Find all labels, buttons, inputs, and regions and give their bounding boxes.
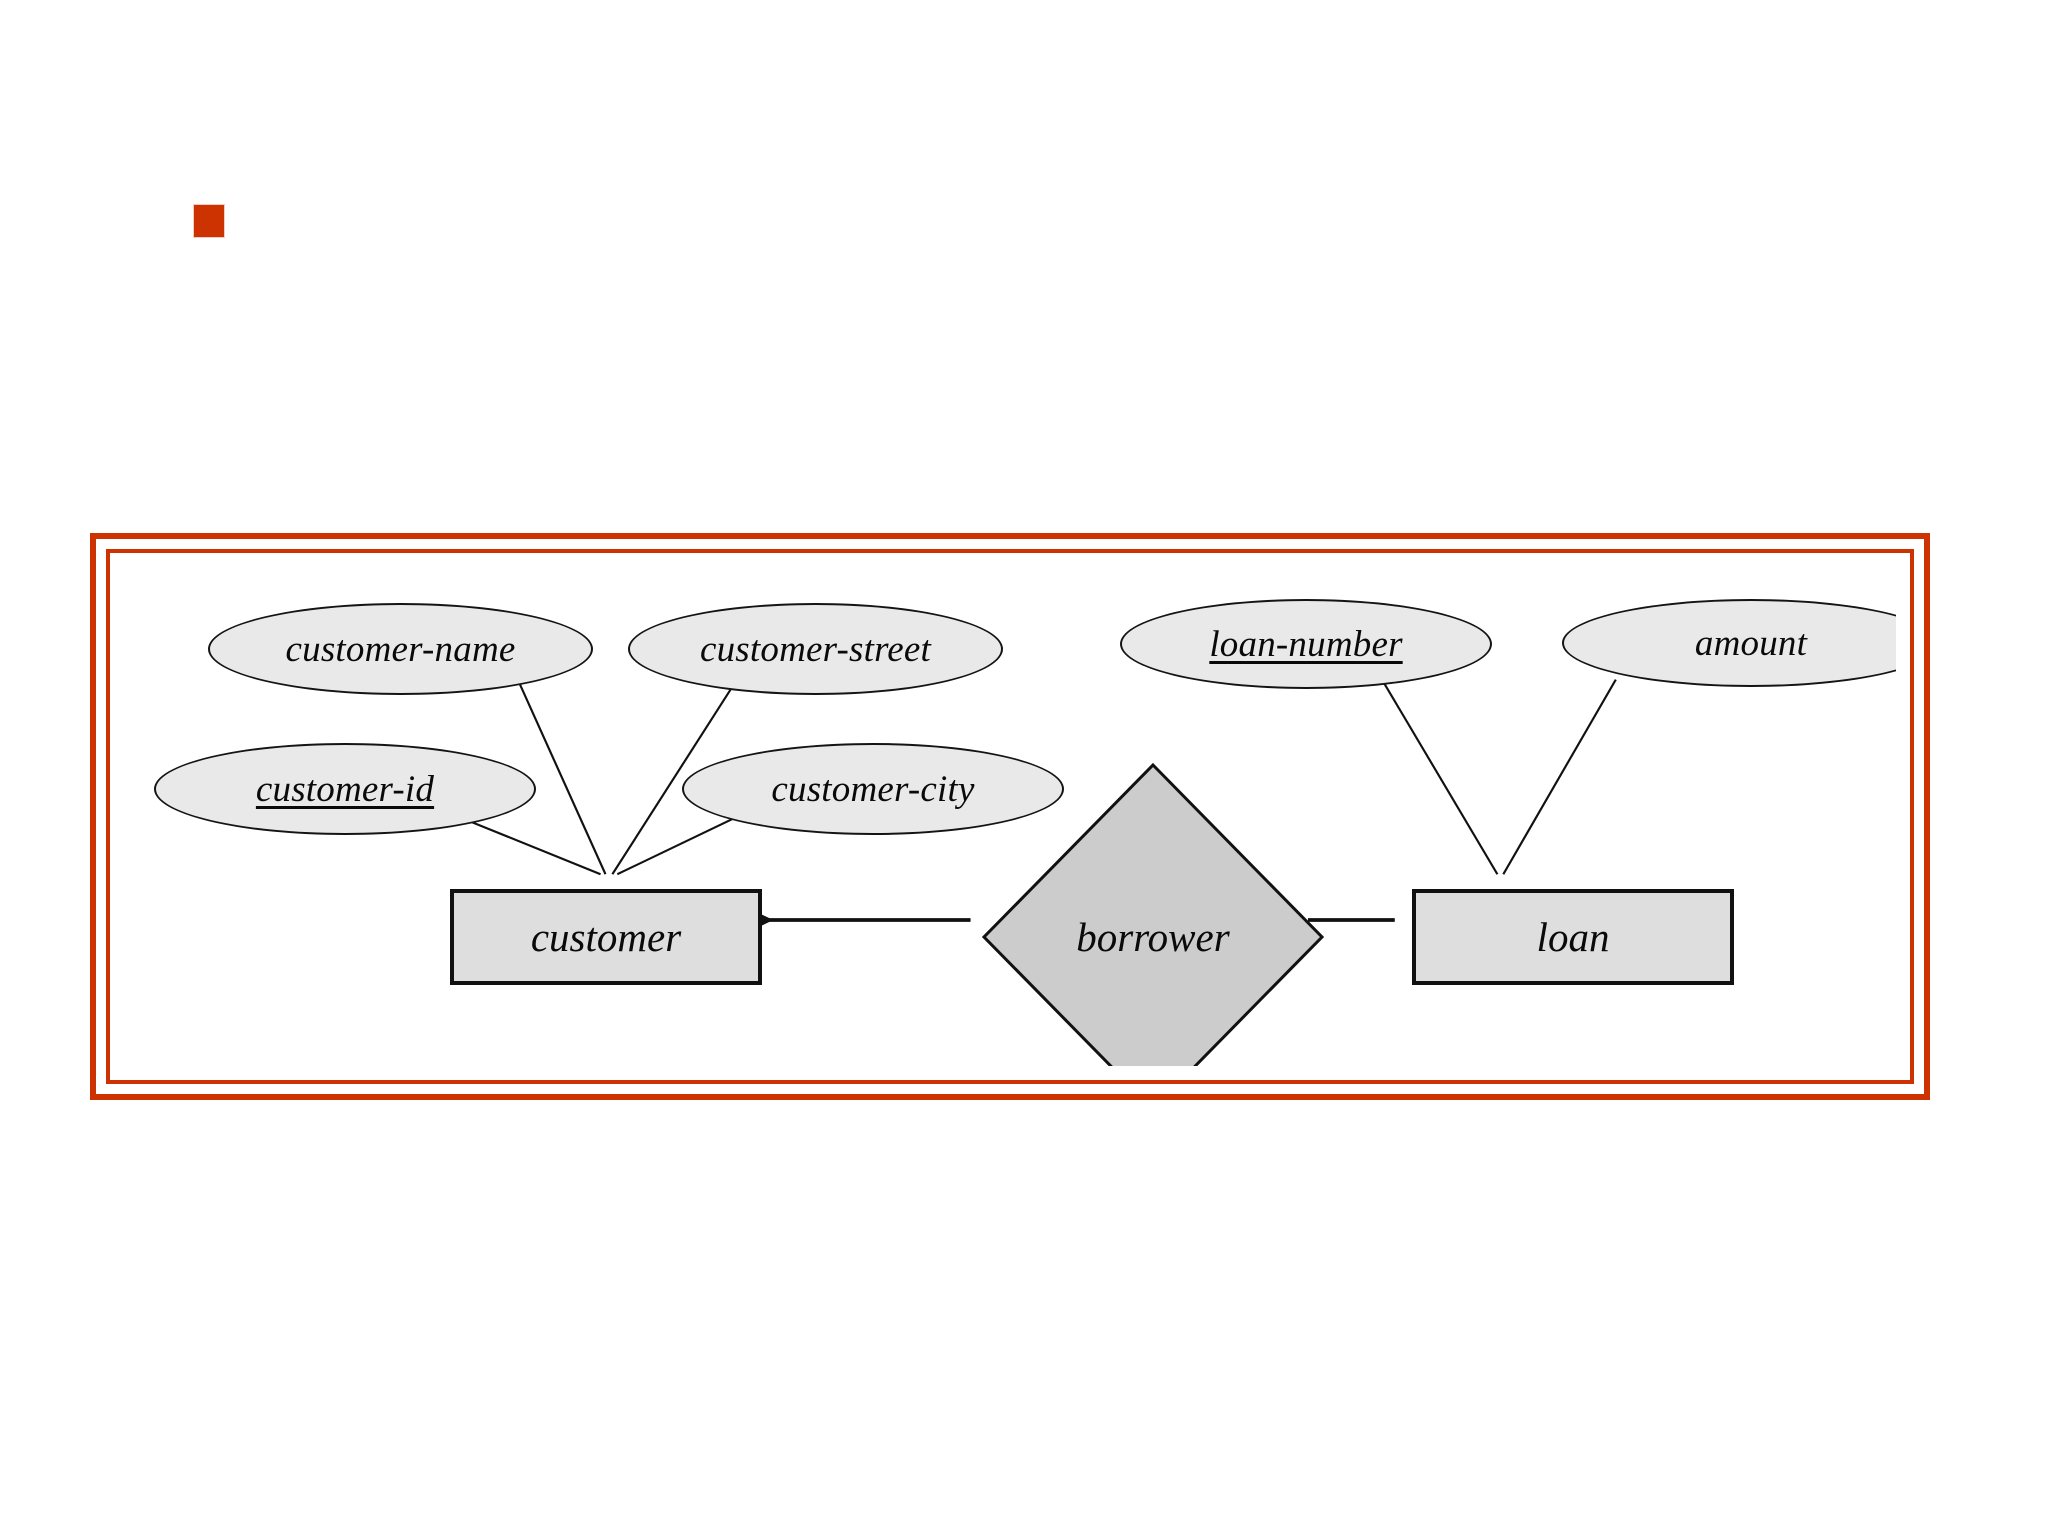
attribute-label-key: loan-number xyxy=(1209,623,1403,665)
attribute-loan-number[interactable]: loan-number xyxy=(1120,599,1492,689)
attribute-customer-id[interactable]: customer-id xyxy=(154,743,536,835)
figure-frame-outer: customer-name customer-street loan-numbe… xyxy=(90,533,1930,1100)
attribute-label-key: customer-id xyxy=(255,768,435,810)
entity-customer[interactable]: customer xyxy=(450,889,762,985)
er-diagram: customer-name customer-street loan-numbe… xyxy=(124,567,1896,1066)
link-customer-name xyxy=(517,681,607,875)
relationship-borrower[interactable]: borrower xyxy=(982,763,1324,1066)
attribute-label: customer-city xyxy=(771,768,975,810)
figure-frame-inner: customer-name customer-street loan-numbe… xyxy=(106,549,1914,1084)
relationship-label: borrower xyxy=(1076,914,1230,960)
attribute-customer-street[interactable]: customer-street xyxy=(628,603,1003,695)
attribute-label: amount xyxy=(1694,622,1808,664)
attribute-customer-name[interactable]: customer-name xyxy=(208,603,593,695)
link-customer-city xyxy=(616,814,742,876)
link-loan-number xyxy=(1381,679,1499,875)
diamond-shape xyxy=(982,763,1324,1066)
bullet-square-icon xyxy=(194,205,224,237)
attribute-label: customer-name xyxy=(285,628,516,670)
link-amount xyxy=(1502,679,1617,875)
attribute-label: customer-street xyxy=(699,628,932,670)
attribute-amount[interactable]: amount xyxy=(1562,599,1896,687)
entity-label: customer xyxy=(530,914,682,960)
entity-loan[interactable]: loan xyxy=(1412,889,1734,985)
entity-label: loan xyxy=(1536,914,1610,960)
attribute-customer-city[interactable]: customer-city xyxy=(682,743,1064,835)
